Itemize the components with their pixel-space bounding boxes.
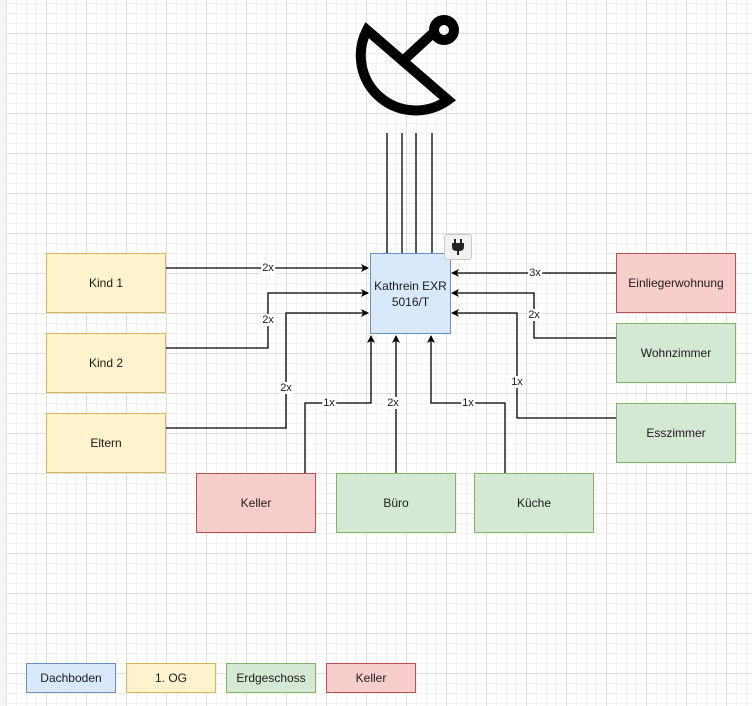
edge-label-buero: 2x: [386, 397, 400, 409]
room-buero[interactable]: Büro: [336, 473, 456, 533]
room-esszimmer[interactable]: Esszimmer: [616, 403, 736, 463]
legend-erdgeschoss[interactable]: Erdgeschoss: [226, 663, 316, 693]
central-device-kathrein[interactable]: Kathrein EXR 5016/T: [370, 253, 451, 334]
canvas-left-edge: [0, 0, 7, 706]
legend-keller[interactable]: Keller: [326, 663, 416, 693]
edge-eltern[interactable]: [166, 309, 369, 429]
edge-label-kind1: 2x: [261, 262, 275, 274]
satellite-feed-lines: [386, 133, 433, 253]
edge-label-keller: 1x: [322, 397, 336, 409]
edge-label-esszimmer: 1x: [510, 376, 524, 388]
edge-label-einlieger: 3x: [528, 267, 542, 279]
satellite-dish-icon[interactable]: [352, 14, 468, 118]
edge-keller[interactable]: [304, 335, 375, 473]
edge-label-kind2: 2x: [261, 314, 275, 326]
edge-label-eltern: 2x: [279, 382, 293, 394]
power-plug-button[interactable]: [444, 234, 472, 260]
room-kind1[interactable]: Kind 1: [46, 253, 166, 313]
legend-1-og[interactable]: 1. OG: [126, 663, 216, 693]
room-kueche[interactable]: Küche: [474, 473, 594, 533]
room-einliegerwohnung[interactable]: Einliegerwohnung: [616, 253, 736, 313]
power-plug-icon: [452, 239, 464, 255]
edge-label-kueche: 1x: [461, 397, 475, 409]
edge-label-wohnzimmer: 2x: [527, 309, 541, 321]
room-eltern[interactable]: Eltern: [46, 413, 166, 473]
room-keller[interactable]: Keller: [196, 473, 316, 533]
room-wohnzimmer[interactable]: Wohnzimmer: [616, 323, 736, 383]
legend-dachboden[interactable]: Dachboden: [26, 663, 116, 693]
edge-esszimmer[interactable]: [451, 309, 616, 419]
room-kind2[interactable]: Kind 2: [46, 333, 166, 393]
